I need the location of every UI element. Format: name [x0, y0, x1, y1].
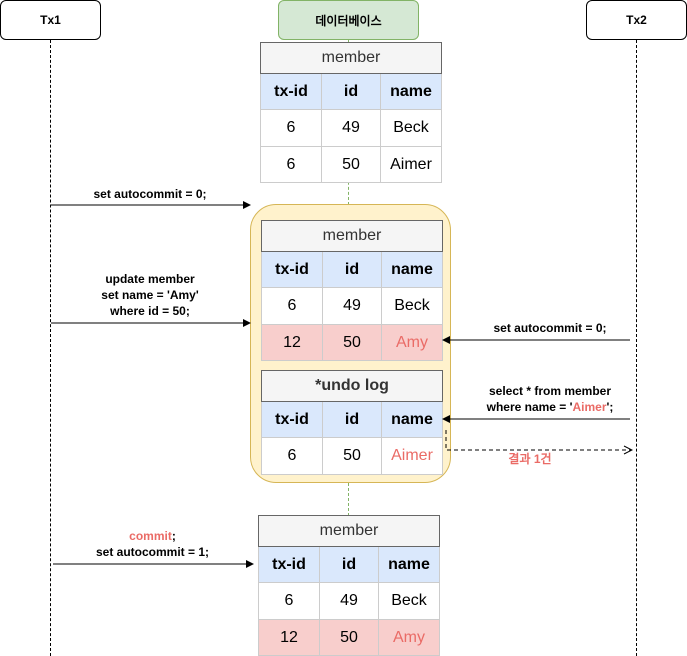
cell: Amy — [380, 324, 444, 361]
label-result-count: 결과 1건 — [508, 452, 552, 466]
arrow-result-return — [445, 430, 632, 450]
table-title: *undo log — [261, 370, 443, 402]
member-table-committed: member tx-id id name 6 49 Beck 12 50 Amy — [257, 515, 441, 656]
cell: 50 — [322, 324, 382, 361]
cell: 50 — [319, 619, 379, 656]
member-table-updated: member tx-id id name 6 49 Beck 12 50 Amy — [260, 220, 444, 361]
label-fragment: ; — [171, 529, 176, 543]
label-line: update member — [105, 272, 195, 286]
cell: 6 — [260, 146, 322, 183]
col-header-name: name — [381, 401, 443, 438]
col-header-tx-id: tx-id — [258, 546, 320, 583]
database-actor: 데이터베이스 — [278, 0, 419, 40]
label-line: select * from member — [488, 384, 612, 398]
cell: Aimer — [379, 146, 443, 183]
tx1-actor: Tx1 — [0, 0, 101, 40]
table-title: member — [257, 515, 441, 547]
cell: Aimer — [381, 437, 443, 475]
undo-log-table: *undo log tx-id id name 6 50 Aimer — [261, 370, 443, 475]
cell: 49 — [319, 582, 379, 620]
col-header-id: id — [319, 546, 379, 583]
col-header-tx-id: tx-id — [261, 251, 323, 288]
col-header-tx-id: tx-id — [261, 401, 323, 438]
cell: 6 — [261, 287, 323, 325]
cell: Beck — [377, 582, 441, 620]
label-line: set autocommit = 1; — [95, 545, 210, 559]
label-line: where id = 50; — [110, 304, 190, 318]
label-commit: commit; set autocommit = 1; — [60, 528, 245, 560]
cell: Beck — [380, 287, 444, 325]
label-update-member: update member set name = 'Amy' where id … — [60, 271, 240, 319]
col-header-name: name — [380, 251, 444, 288]
tx2-actor: Tx2 — [586, 0, 687, 40]
tx1-lifeline — [50, 40, 51, 656]
label-select-member: select * from member where name = 'Aimer… — [450, 383, 650, 415]
cell: 6 — [258, 582, 320, 620]
col-header-tx-id: tx-id — [260, 73, 322, 110]
label-set-autocommit-tx1: set autocommit = 0; — [93, 187, 207, 201]
cell: Beck — [379, 109, 443, 147]
tx2-lifeline — [636, 40, 637, 656]
member-table-initial: member tx-id id name 6 49 Beck 6 50 Aime… — [259, 42, 443, 183]
col-header-name: name — [379, 73, 443, 110]
label-value-aimer: Aimer — [572, 400, 607, 414]
label-line: set name = 'Amy' — [101, 288, 199, 302]
label-fragment: where name = ' — [486, 400, 573, 414]
cell: Amy — [377, 619, 441, 656]
col-header-id: id — [321, 73, 381, 110]
cell: 50 — [321, 146, 381, 183]
label-line: commit; — [60, 528, 245, 544]
label-commit-keyword: commit — [129, 529, 172, 543]
label-set-autocommit-tx2: set autocommit = 0; — [493, 321, 607, 335]
cell: 6 — [261, 437, 323, 475]
col-header-name: name — [377, 546, 441, 583]
label-fragment: '; — [606, 400, 614, 414]
col-header-id: id — [322, 401, 382, 438]
cell: 50 — [322, 437, 382, 475]
cell: 12 — [258, 619, 320, 656]
db-lifeline-lower — [348, 483, 349, 516]
cell: 12 — [261, 324, 323, 361]
col-header-id: id — [322, 251, 382, 288]
label-line: where name = 'Aimer'; — [450, 399, 650, 415]
